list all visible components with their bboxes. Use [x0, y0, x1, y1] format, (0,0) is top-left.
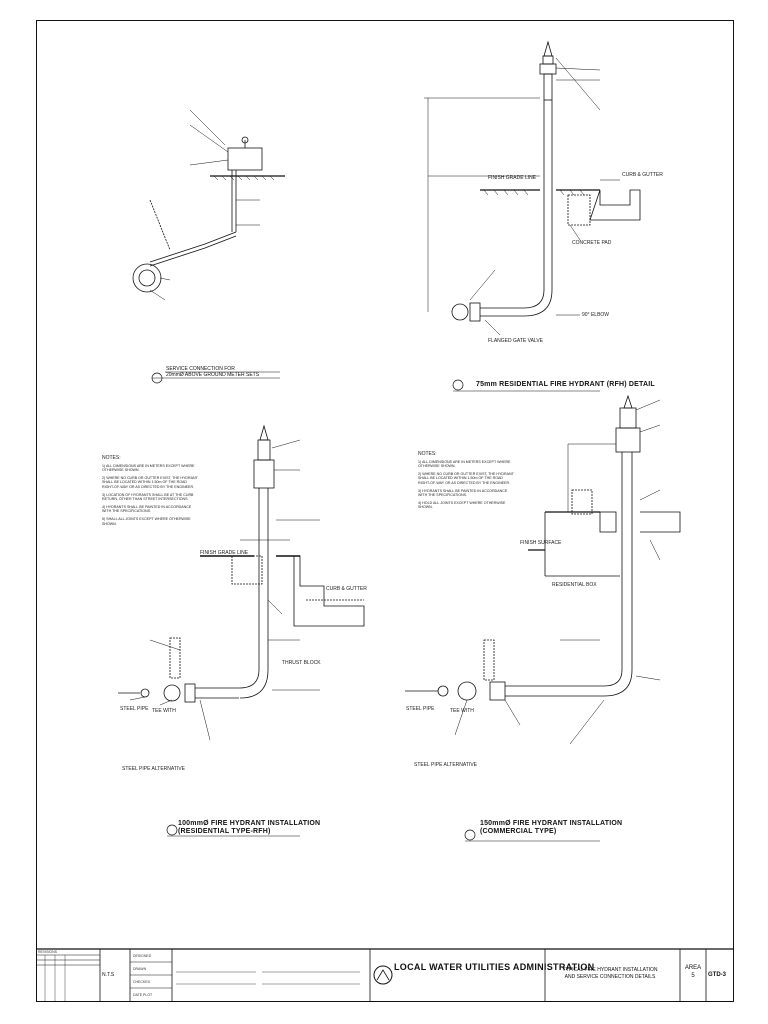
scale-value: N.T.S: [102, 972, 115, 978]
service-connection-drawing: [132, 109, 285, 384]
note-left-3: 3) LOCATION OF HYDRANTS SHALL BE AT THE …: [102, 492, 194, 502]
area-label: AREA: [684, 965, 702, 971]
label-tee-150: TEE WITH: [450, 708, 474, 714]
area-value: 5: [691, 973, 695, 979]
service-connection-title-line1: SERVICE CONNECTION FOR: [166, 366, 235, 372]
revisions-label: REVISIONS: [38, 950, 58, 954]
label-steel-pipe-alt-150: STEEL PIPE ALTERNATIVE: [414, 762, 477, 768]
service-connection-title-line2: 20mmØ ABOVE GROUND METER SETS: [166, 372, 260, 378]
sheet-description-line1: TYPICAL FIRE HYDRANT INSTALLATION: [562, 967, 658, 973]
organization-name: LOCAL WATER UTILITIES ADMINISTRATION: [394, 962, 595, 972]
titleblock-lines: [37, 948, 733, 1001]
fh-100-title-line1: 100mmØ FIRE HYDRANT INSTALLATION: [178, 820, 321, 827]
note-right-1: 1) ALL DIMENSIONS ARE IN METERS EXCEPT W…: [418, 459, 511, 469]
checked-label: CHECKED: [133, 980, 151, 984]
label-finish-grade-100: FINISH GRADE LINE: [200, 550, 249, 556]
notes-right: NOTES: 1) ALL DIMENSIONS ARE IN METERS E…: [418, 452, 514, 513]
rfh-75-drawing: [424, 40, 641, 392]
fh-150-drawing: [405, 394, 681, 842]
fh-150-title-line1: 150mmØ FIRE HYDRANT INSTALLATION: [480, 820, 623, 827]
note-right-2: 2) WHERE NO CURB OR GUTTER EXIST, THE HY…: [418, 471, 514, 485]
label-curb-gutter-100: CURB & GUTTER: [326, 586, 367, 592]
label-finish-surface: FINISH SURFACE: [520, 540, 562, 546]
sheet-description-line2: AND SERVICE CONNECTION DETAILS: [564, 974, 656, 980]
label-residential-box: RESIDENTIAL BOX: [552, 582, 597, 588]
drawn-label: DRAWN: [133, 967, 147, 971]
notes-left: NOTES: 1) ALL DIMENSIONS ARE IN METERS E…: [102, 456, 198, 529]
note-right-4: 4) HOLD ALL JOINTS EXCEPT WHERE OTHERWIS…: [418, 500, 506, 510]
label-finish-grade: FINISH GRADE LINE: [488, 175, 537, 181]
notes-left-heading: NOTES:: [102, 455, 121, 461]
note-left-1: 1) ALL DIMENSIONS ARE IN METERS EXCEPT W…: [102, 463, 195, 473]
fh-100-title-line2: (RESIDENTIAL TYPE-RFH): [178, 828, 271, 835]
area-box: AREA 5: [682, 964, 704, 980]
label-gate-valve-75: FLANGED GATE VALVE: [488, 338, 544, 344]
note-right-3: 3) HYDRANTS SHALL BE PAINTED IN ACCORDAN…: [418, 488, 508, 498]
note-left-2: 2) WHERE NO CURB OR GUTTER EXIST, THE HY…: [102, 475, 198, 489]
fh-100-title: 100mmØ FIRE HYDRANT INSTALLATION (RESIDE…: [178, 820, 320, 836]
label-elbow-75: 90° ELBOW: [582, 312, 610, 318]
label-thrust-block: THRUST BLOCK: [282, 660, 321, 666]
notes-right-heading: NOTES:: [418, 451, 437, 457]
label-steel-pipe-alt-100: STEEL PIPE ALTERNATIVE: [122, 766, 185, 772]
designed-label: DESIGNED: [133, 954, 152, 958]
fh-100-drawing: [118, 424, 365, 837]
service-connection-title: SERVICE CONNECTION FOR 20mmØ ABOVE GROUN…: [166, 366, 259, 378]
date-plot-label: DATE PLOT: [133, 993, 153, 997]
sheet-number: GTD-3: [708, 972, 726, 978]
label-curb-gutter-75: CURB & GUTTER: [622, 172, 663, 178]
note-left-4: 4) HYDRANTS SHALL BE PAINTED IN ACCORDAN…: [102, 504, 192, 514]
label-steel-pipe-150: STEEL PIPE: [406, 706, 435, 712]
note-left-5: 5) SHALL ALL JOINTS EXCEPT WHERE OTHERWI…: [102, 516, 191, 526]
label-concrete-pad: CONCRETE PAD: [572, 240, 612, 246]
label-tee-100: TEE WITH: [152, 708, 176, 714]
drawing-sheet-border: [36, 20, 734, 1002]
fh-150-title-line2: (COMMERCIAL TYPE): [480, 828, 557, 835]
sheet-description: TYPICAL FIRE HYDRANT INSTALLATION AND SE…: [548, 967, 672, 981]
rfh-75-title: 75mm RESIDENTIAL FIRE HYDRANT (RFH) DETA…: [476, 381, 655, 388]
label-steel-pipe-100: STEEL PIPE: [120, 706, 149, 712]
fh-150-title: 150mmØ FIRE HYDRANT INSTALLATION (COMMER…: [480, 820, 622, 836]
